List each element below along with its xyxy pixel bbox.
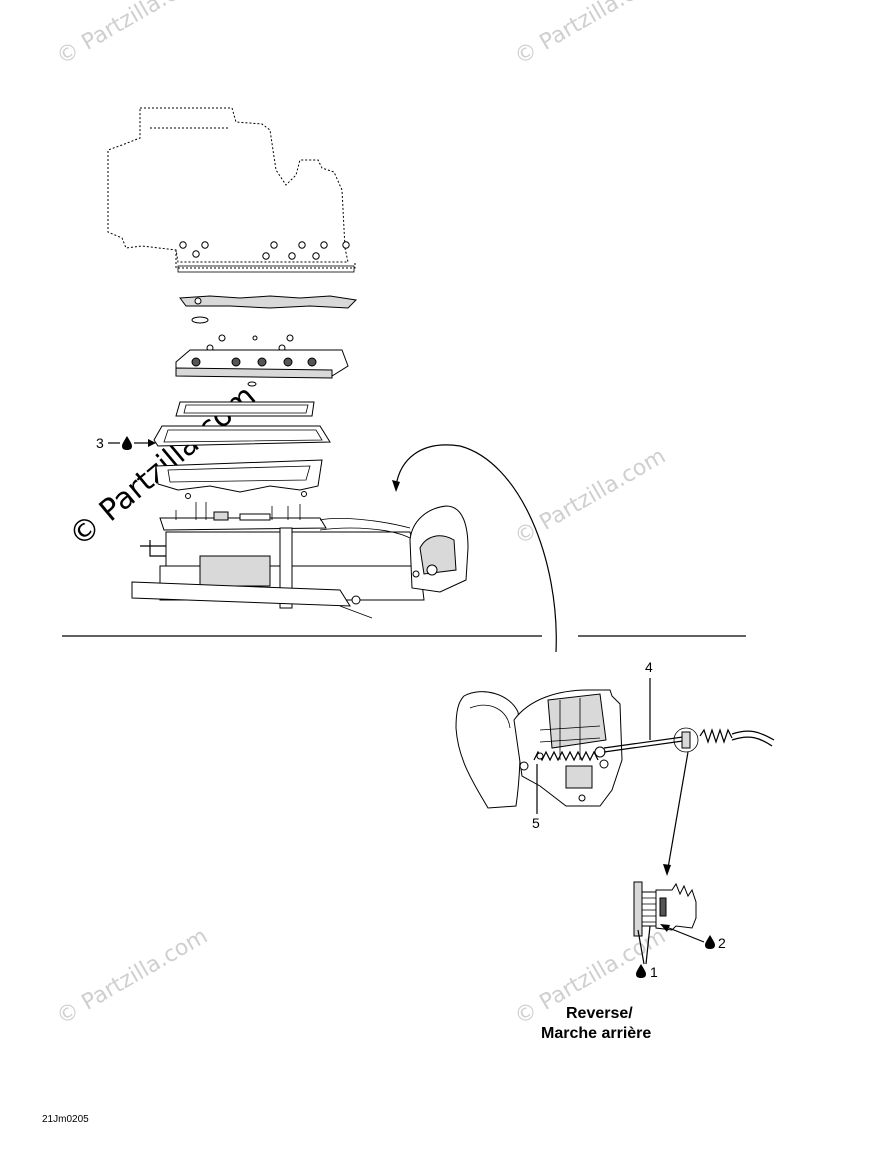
callout-5: 5 [532,764,540,831]
reverse-gate-assembly [455,689,775,809]
gasket-upper [179,295,358,324]
callout-number-1: 1 [650,964,658,980]
drawing-code: 21Jm0205 [42,1114,89,1125]
callout-1: 1 [636,925,658,980]
watermark: © Partzilla.com [53,0,213,70]
view-caption: Reverse/ Marche arrière [541,1005,651,1042]
engine-mount-holes [179,241,350,260]
drop-icon [636,964,646,978]
callout-number-5: 5 [532,815,540,831]
caption-line-2: Marche arrière [541,1025,651,1042]
callout-3: 3 [96,435,156,451]
drop-icon [705,935,715,949]
watermark: © Partzilla.com [53,924,213,1031]
callout-2: 2 [660,924,726,951]
caption-line-1: Reverse/ [566,1005,633,1022]
callout-number-4: 4 [645,659,653,675]
plate-bolts [206,334,294,352]
watermark: © Partzilla.com [511,0,671,70]
engine-phantom-outline [107,107,356,273]
reference-arrow [392,444,557,653]
detail-arrow [663,751,689,876]
drop-icon [122,436,132,450]
gasket-3 [153,425,331,447]
seal-frame [175,401,315,417]
lower-gasket [155,459,323,499]
intermediate-plate [175,349,349,387]
callout-number-3: 3 [96,435,104,451]
watermark: © Partzilla.com [511,444,671,551]
callout-number-2: 2 [718,935,726,951]
watermarks: © Partzilla.com © Partzilla.com © Partzi… [53,0,671,1030]
callout-4: 4 [645,659,653,740]
jet-pump-assembly [131,502,469,619]
